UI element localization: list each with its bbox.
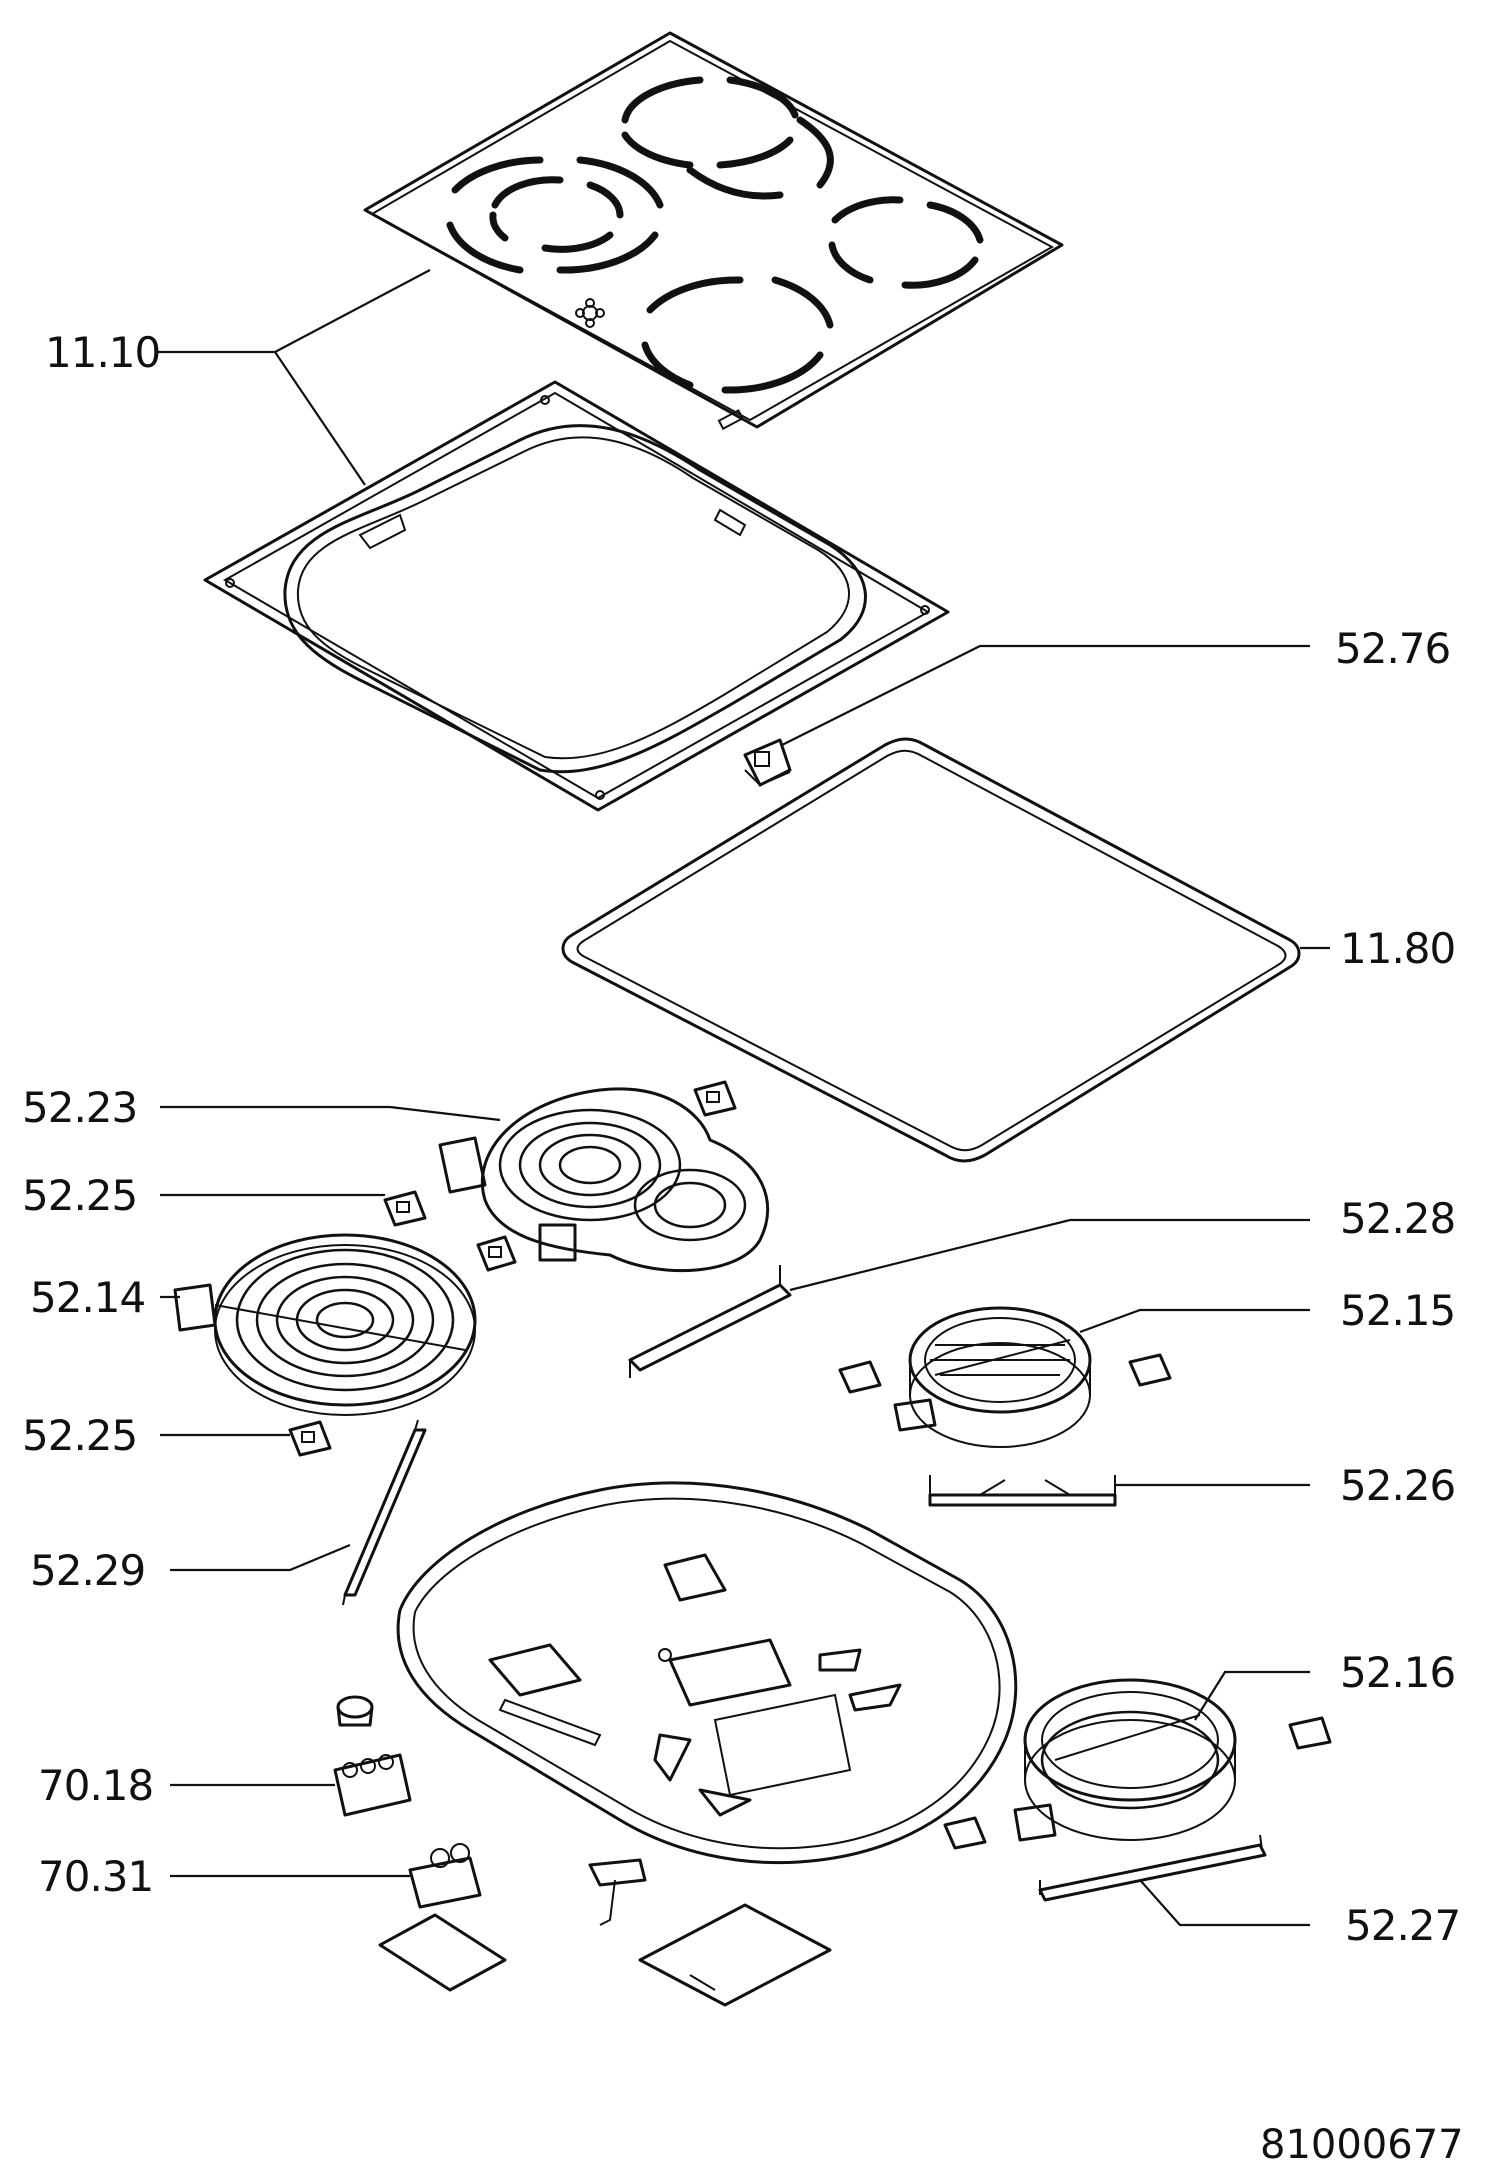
callout-70-31: 70.31 xyxy=(38,1852,154,1901)
clip-lower-right-b xyxy=(943,1816,987,1850)
support-bar-middle xyxy=(928,1475,1117,1507)
hob-frame xyxy=(203,380,950,812)
cooking-zone-right xyxy=(828,196,984,289)
callout-70-18: 70.18 xyxy=(38,1761,154,1810)
callout-52-27: 52.27 xyxy=(1345,1901,1461,1950)
heating-element-radiant-large xyxy=(1013,1678,1237,1842)
cooking-zone-bottom xyxy=(641,276,834,394)
clip-left-b xyxy=(476,1235,517,1272)
seal-gasket xyxy=(561,737,1301,1163)
cover-plate-right xyxy=(638,1903,832,2007)
glass-ceramic-top xyxy=(363,31,1064,431)
bracket-clip xyxy=(743,738,792,787)
logo-mark-icon xyxy=(575,298,605,328)
bracket-small xyxy=(588,1858,647,1926)
cover-plate-left xyxy=(378,1913,507,1992)
terminal-block-cap xyxy=(336,1695,374,1727)
callout-52-16: 52.16 xyxy=(1340,1648,1456,1697)
callout-52-29: 52.29 xyxy=(30,1546,146,1595)
callout-52-25-upper: 52.25 xyxy=(22,1171,138,1220)
callout-11-10: 11.10 xyxy=(45,328,161,377)
leader-lines xyxy=(155,269,1330,1927)
base-tray xyxy=(396,1481,1018,1865)
heating-element-round xyxy=(173,1233,477,1416)
cooking-zone-top xyxy=(621,76,834,200)
support-bar-lower xyxy=(1038,1834,1267,1902)
clip-right-b xyxy=(1128,1353,1172,1387)
heating-element-dual-oval xyxy=(438,1087,770,1273)
cooking-zone-left-dual xyxy=(446,156,664,274)
heating-element-radiant-small xyxy=(893,1306,1092,1448)
callout-52-15: 52.15 xyxy=(1340,1286,1456,1335)
support-bar-vertical xyxy=(342,1419,427,1606)
clip-left-c xyxy=(288,1420,332,1457)
clip-lower-right-a xyxy=(1288,1716,1332,1750)
callout-11-80: 11.80 xyxy=(1340,924,1456,973)
callout-52-76: 52.76 xyxy=(1335,624,1451,673)
callout-52-25-lower: 52.25 xyxy=(22,1411,138,1460)
terminal-block xyxy=(333,1753,412,1817)
clip-left-a xyxy=(383,1190,427,1227)
terminal-block-small xyxy=(408,1843,482,1909)
support-bar-upper xyxy=(628,1265,792,1378)
callout-52-28: 52.28 xyxy=(1340,1194,1456,1243)
callout-52-23: 52.23 xyxy=(22,1083,138,1132)
callout-52-14: 52.14 xyxy=(30,1273,146,1322)
document-number: 81000677 xyxy=(1260,2122,1464,2168)
clip-upper-right xyxy=(693,1080,737,1117)
clip-right-a xyxy=(838,1360,882,1394)
callout-52-26: 52.26 xyxy=(1340,1461,1456,1510)
